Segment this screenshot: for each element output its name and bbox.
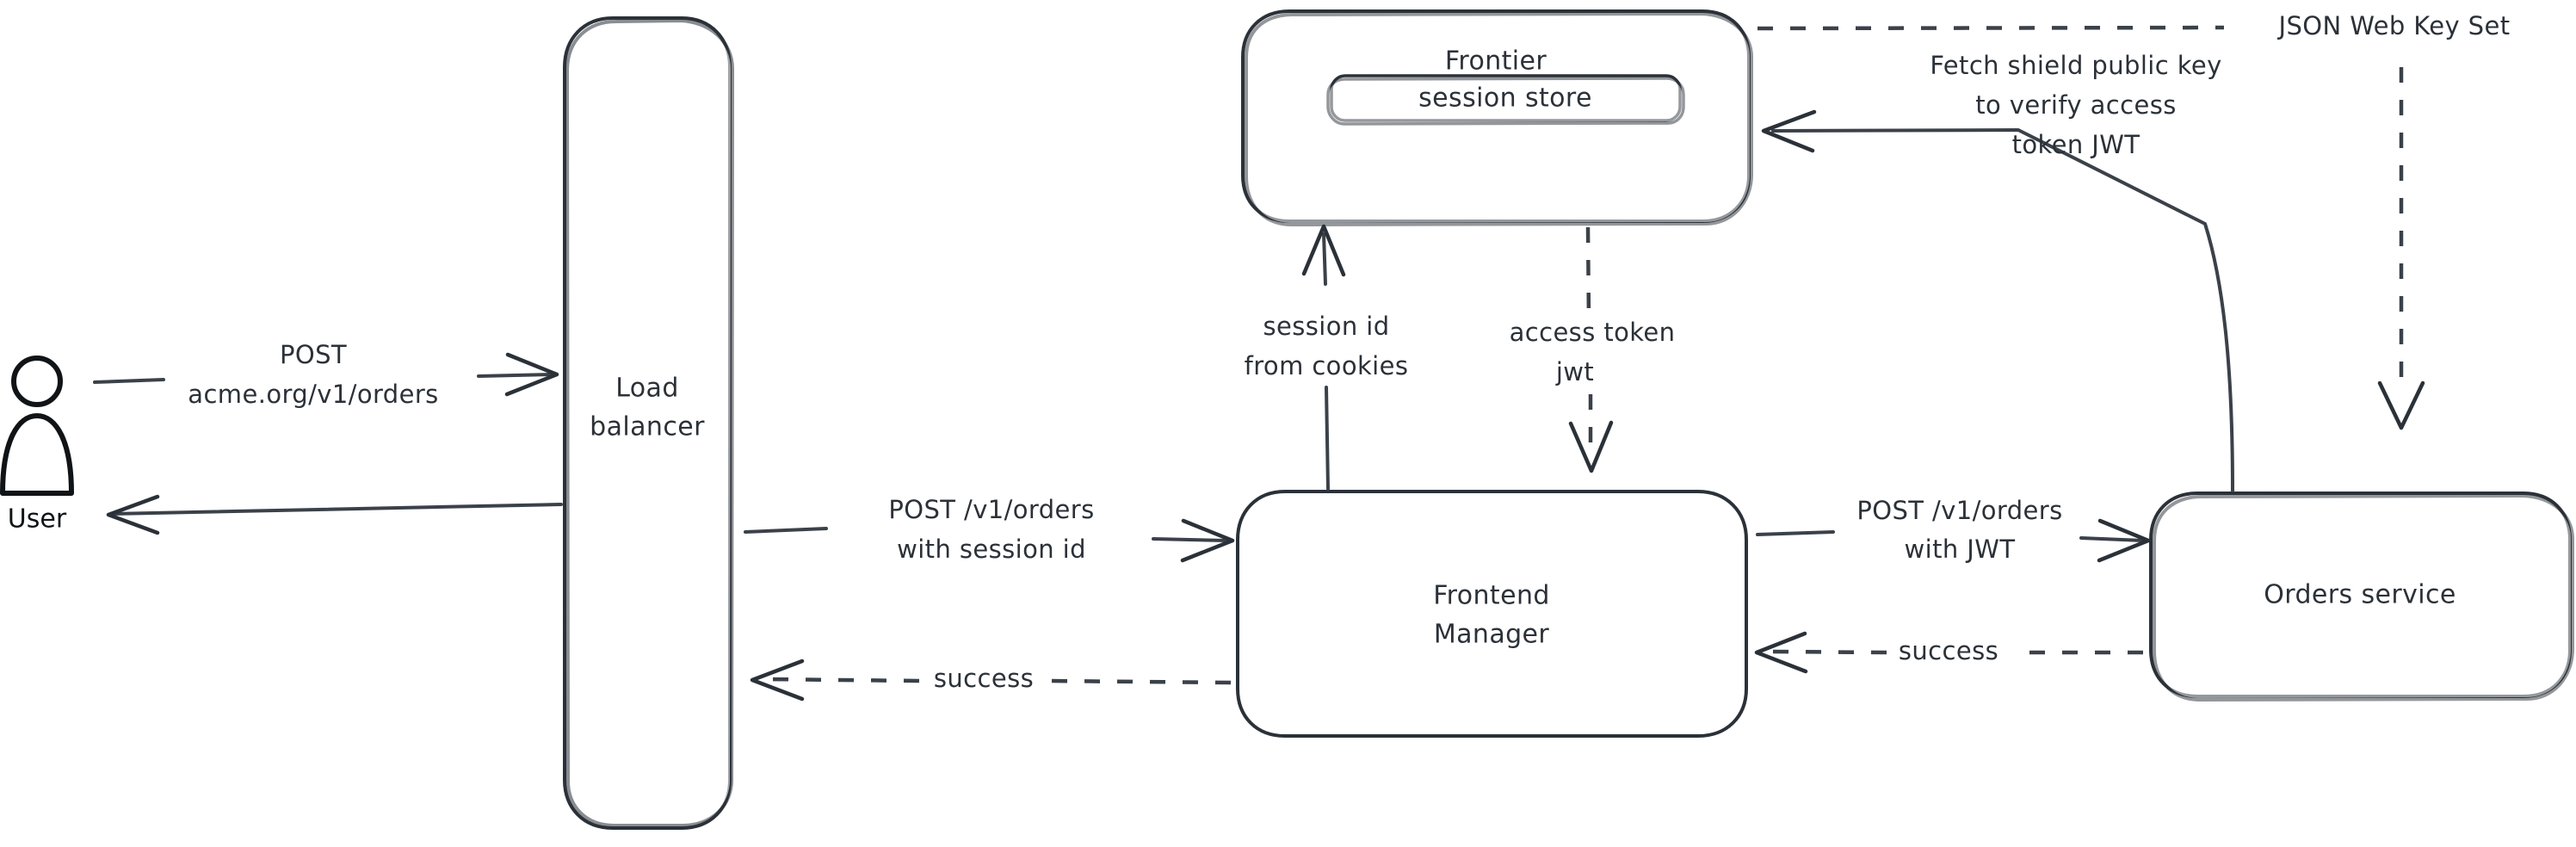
user-head-icon: [11, 355, 63, 407]
orders-service-label: Orders service: [2264, 580, 2456, 610]
frontend-manager-label-line2: Manager: [1434, 620, 1550, 650]
frontend-manager-shape: [1236, 490, 1748, 738]
edge-orders-service-to-frontier: Fetch shield public key to verify access…: [1761, 51, 2234, 492]
edge-fm-to-orders-line-tail: [2079, 536, 2145, 542]
edge-fm-to-frontier-line-upper: [1322, 232, 1327, 286]
edge-fm-to-orders-label-line2: with JWT: [1905, 535, 2016, 564]
load-balancer-node: Load balancer: [563, 16, 734, 830]
edge-user-to-lb-label-line1: POST: [280, 340, 347, 369]
edge-frontend-manager-to-load-balancer: success: [750, 658, 1232, 702]
edge-frontier-to-orders-arrowhead-icon: [2377, 380, 2425, 430]
edge-orders-service-to-frontend-manager: success: [1754, 631, 2143, 674]
edge-user-to-load-balancer: POST acme.org/v1/orders: [93, 340, 559, 409]
edge-frontier-to-fm-label-line1: access token: [1510, 318, 1676, 347]
user-label: User: [8, 504, 67, 535]
edge-lb-to-fm-line-head: [744, 527, 828, 534]
edge-user-to-lb-line: [93, 378, 165, 384]
edge-frontier-to-orders-service: JSON Web Key Set: [1757, 11, 2511, 430]
edge-frontend-manager-to-orders-service: POST /v1/orders with JWT: [1756, 496, 2151, 564]
edge-frontier-to-fm-line-upper: [1585, 226, 1591, 321]
edge-fm-to-lb-line-left: [765, 677, 920, 683]
edge-fm-to-lb-line-right: [1047, 678, 1232, 685]
session-store-shape-sketch: [1326, 77, 1685, 126]
edge-fm-to-frontier-label-line1: session id: [1263, 312, 1389, 341]
edge-orders-to-frontier-label-line3: token JWT: [2012, 130, 2140, 159]
edge-fm-to-lb-label: success: [934, 664, 1034, 693]
frontier-node: Frontier session store: [1241, 9, 1754, 226]
edge-lb-to-fm-arrowhead-icon: [1180, 518, 1235, 563]
edge-frontier-to-frontend-manager: access token jwt: [1510, 226, 1676, 473]
edge-orders-to-frontier-label-line2: to verify access: [1975, 90, 2177, 120]
frontier-label: Frontier: [1445, 46, 1547, 77]
edge-orders-to-frontier-arrowhead-icon: [1761, 109, 1817, 153]
user-node: User: [0, 355, 74, 535]
load-balancer-label-line2: balancer: [590, 412, 705, 442]
frontend-manager-label-line1: Frontend: [1433, 581, 1550, 611]
edge-fm-to-frontier-arrowhead-icon: [1301, 224, 1346, 277]
edge-fm-to-frontier-line-lower: [1325, 386, 1330, 491]
load-balancer-label-line1: Load: [615, 374, 679, 404]
edge-orders-to-frontier-label-line1: Fetch shield public key: [1930, 51, 2221, 80]
edge-frontier-to-fm-label-line2: jwt: [1555, 357, 1594, 386]
edge-fm-to-orders-label-line1: POST /v1/orders: [1856, 496, 2062, 525]
edge-lb-to-fm-label-line1: POST /v1/orders: [888, 495, 1094, 524]
edge-frontier-to-fm-arrowhead-icon: [1568, 420, 1614, 473]
edge-lb-to-user-arrowhead-icon: [106, 494, 160, 535]
edge-user-to-lb-arrowhead-icon: [504, 352, 559, 397]
edge-user-to-lb-label-line2: acme.org/v1/orders: [188, 380, 438, 409]
load-balancer-shape-sketch: [565, 19, 734, 827]
edge-orders-to-fm-arrowhead-icon: [1754, 631, 1808, 674]
edge-frontier-to-orders-label: JSON Web Key Set: [2277, 11, 2511, 40]
edge-lb-to-fm-label-line2: with session id: [897, 535, 1086, 564]
edge-fm-to-frontier-label-line2: from cookies: [1245, 351, 1409, 380]
orders-service-shape-sketch: [2153, 494, 2575, 702]
edge-frontend-manager-to-frontier: session id from cookies: [1245, 224, 1409, 491]
edge-orders-to-frontier-line: [1771, 128, 2234, 492]
edge-load-balancer-to-user: [106, 494, 563, 535]
edge-fm-to-orders-line-head: [1756, 530, 1835, 536]
edge-fm-to-orders-arrowhead-icon: [2097, 518, 2151, 563]
edge-lb-to-fm-line-tail: [1152, 537, 1228, 542]
frontend-manager-node: Frontend Manager: [1236, 490, 1748, 738]
orders-service-node: Orders service: [2149, 492, 2575, 702]
edge-orders-to-fm-label: success: [1899, 636, 1998, 665]
session-store-label: session store: [1418, 83, 1592, 114]
edge-lb-to-user-line: [110, 503, 563, 516]
edge-load-balancer-to-frontend-manager: POST /v1/orders with session id: [744, 495, 1235, 564]
user-body-icon: [0, 413, 74, 496]
edge-fm-to-lb-arrowhead-icon: [750, 658, 805, 702]
edge-user-to-lb-line-tail: [477, 373, 553, 378]
